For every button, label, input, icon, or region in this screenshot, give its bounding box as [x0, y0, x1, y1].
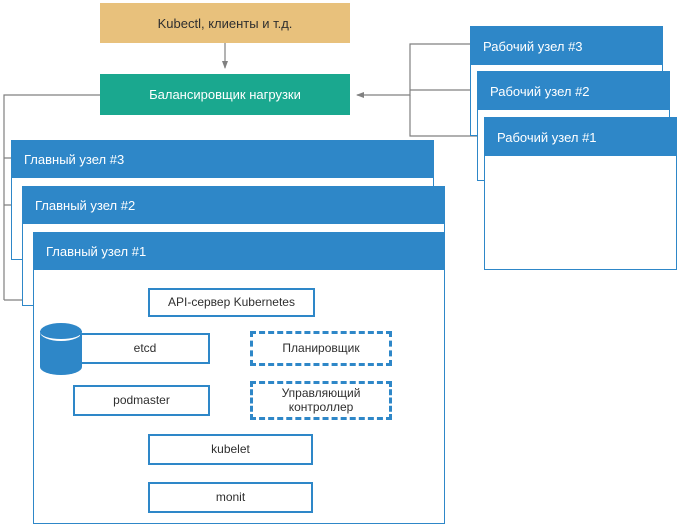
monit-box[interactable]: monit [148, 482, 313, 513]
worker-node-2-label: Рабочий узел #2 [490, 83, 590, 99]
scheduler-label: Планировщик [282, 340, 360, 355]
database-cylinder-icon [40, 323, 82, 375]
worker-node-1-header: Рабочий узел #1 [485, 118, 676, 156]
api-server-label: API-сервер Kubernetes [168, 294, 295, 309]
monit-label: monit [215, 489, 246, 504]
master-node-1-header: Главный узел #1 [34, 233, 444, 270]
master-node-1[interactable]: Главный узел #1 [33, 232, 445, 524]
master-node-3-label: Главный узел #3 [24, 152, 125, 167]
worker-node-3-header: Рабочий узел #3 [471, 27, 662, 65]
controller-manager-label: Управляющий контроллер [281, 385, 361, 414]
podmaster-box[interactable]: podmaster [73, 385, 210, 416]
master-node-2-header: Главный узел #2 [23, 187, 444, 224]
etcd-box[interactable]: etcd [80, 333, 210, 364]
api-server-box[interactable]: API-сервер Kubernetes [148, 288, 315, 317]
kubelet-box[interactable]: kubelet [148, 434, 313, 465]
wire-worker3-to-lb [356, 43, 470, 98]
wire-lb-to-left-rail [3, 94, 100, 300]
worker-node-2-header: Рабочий узел #2 [478, 72, 669, 110]
master-node-2-label: Главный узел #2 [35, 198, 136, 213]
podmaster-label: podmaster [113, 392, 170, 407]
clients-box[interactable]: Kubectl, клиенты и т.д. [100, 3, 350, 43]
etcd-label: etcd [133, 340, 157, 355]
clients-label: Kubectl, клиенты и т.д. [157, 15, 293, 31]
worker-node-1-label: Рабочий узел #1 [497, 129, 597, 145]
kubelet-label: kubelet [211, 441, 250, 456]
master-node-1-label: Главный узел #1 [46, 244, 147, 259]
wire-worker1-to-bus [409, 95, 484, 137]
load-balancer-box[interactable]: Балансировщик нагрузки [100, 74, 350, 115]
controller-manager-box[interactable]: Управляющий контроллер [250, 381, 392, 420]
load-balancer-label: Балансировщик нагрузки [149, 87, 301, 102]
worker-node-1[interactable]: Рабочий узел #1 [484, 117, 677, 270]
worker-node-3-label: Рабочий узел #3 [483, 38, 583, 54]
scheduler-box[interactable]: Планировщик [250, 331, 392, 366]
master-node-3-header: Главный узел #3 [12, 141, 433, 178]
